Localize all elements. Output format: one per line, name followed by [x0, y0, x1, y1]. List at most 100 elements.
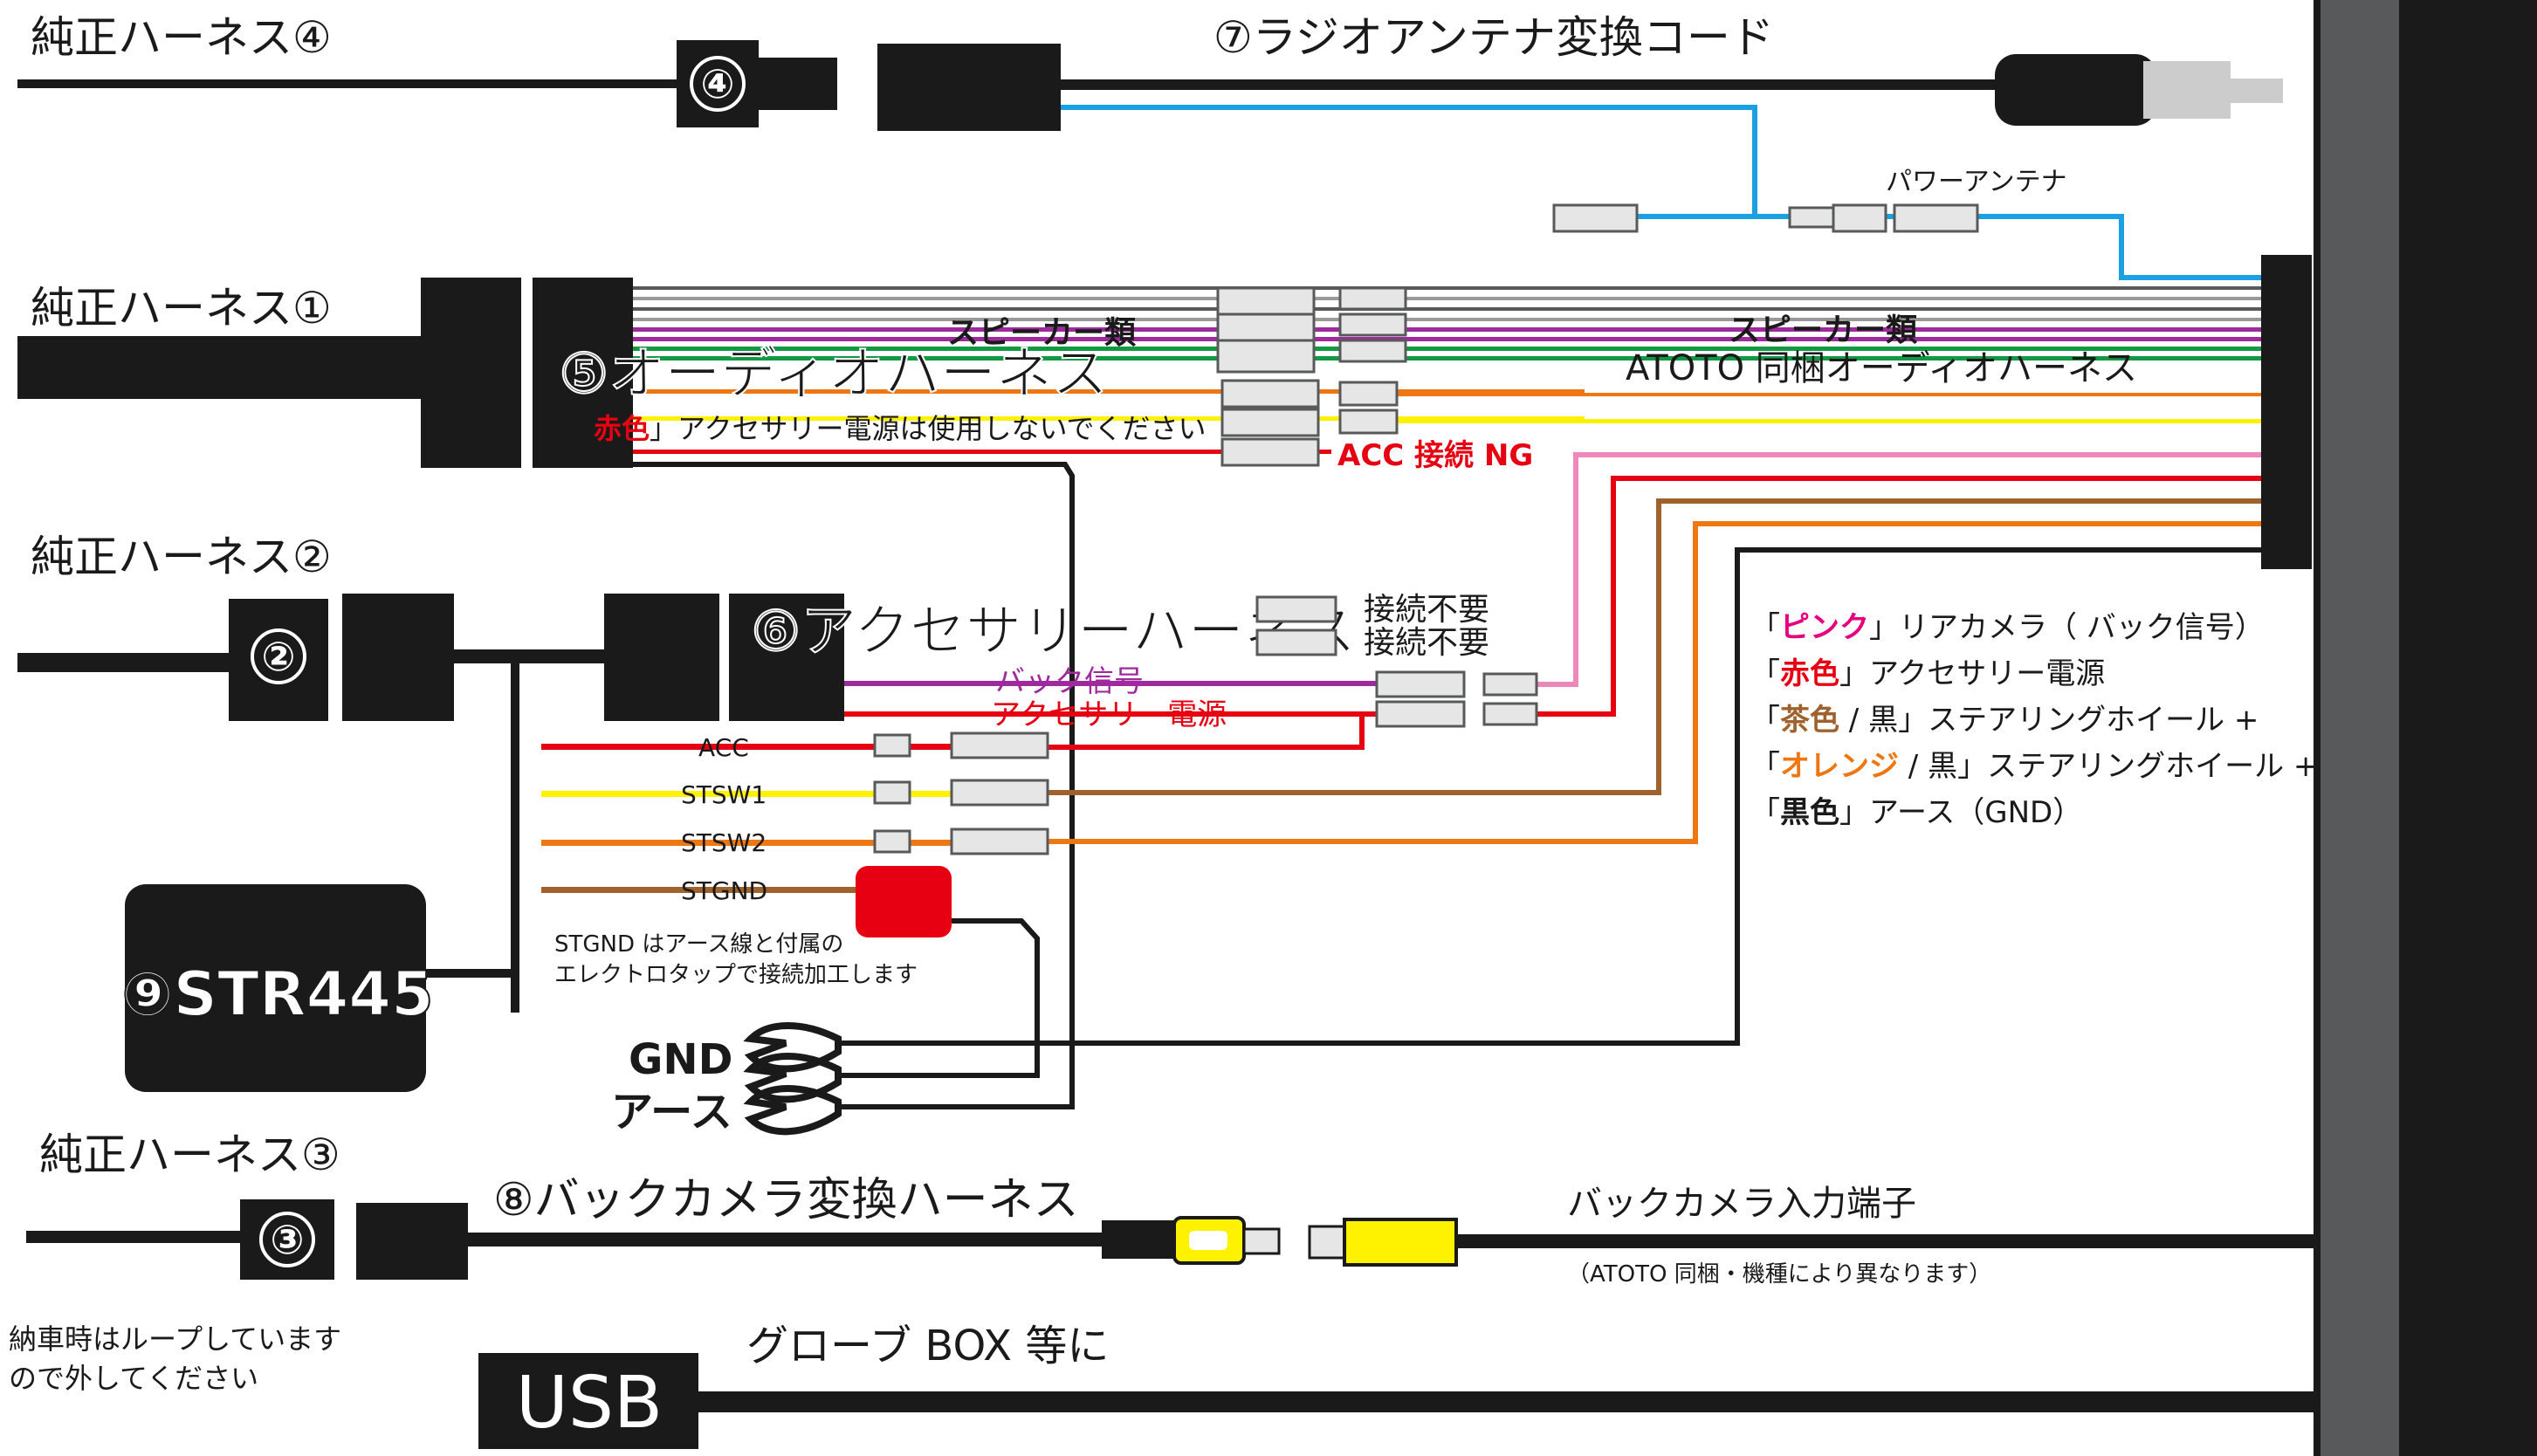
power-antenna-terminal-left: [1552, 203, 1639, 233]
speaker-wire-purple-1: [633, 327, 2261, 332]
speaker-wire-gray-1: [633, 286, 2261, 290]
orange-steering-wire: [1046, 521, 2261, 844]
speaker-connector-b2: [1338, 312, 1407, 337]
pink-rear-camera-wire: [1484, 452, 2261, 687]
rca-jack-cap: [1308, 1225, 1348, 1260]
legend-item: 「赤色」アクセサリー電源: [1750, 656, 2105, 691]
rca-jack-yellow: [1343, 1218, 1458, 1267]
legend-open-bracket: 「: [1750, 610, 1780, 645]
atoto-note: （ATOTO 同梱・機種により異なります）: [1567, 1261, 1991, 1288]
power-antenna-terminal-mid-b: [1832, 203, 1887, 233]
audio-connector-yellow-a: [1220, 408, 1320, 437]
stgnd-wire: [541, 887, 860, 893]
ground-terminal-1: [743, 1022, 842, 1073]
harness1-plug: [421, 278, 521, 468]
backcam-harness-label: ⑧バックカメラ変換ハーネス: [493, 1174, 1079, 1226]
accessory-power-wire: [844, 711, 1377, 717]
stsw2-wire: [541, 840, 873, 846]
audio-wire-yellow-right: [1397, 419, 2261, 423]
back-signal-wire: [844, 681, 1377, 686]
accessory-power-label: アクセサリー電源: [991, 697, 1227, 732]
stsw1-label: STSW1: [681, 780, 767, 809]
stsw2-connector-b: [950, 828, 1049, 855]
antenna-jack: [1995, 54, 2156, 126]
accessory-harness-label: ⑥アクセサリーハーネス: [751, 600, 1356, 664]
power-antenna-label: パワーアンテナ: [1886, 167, 2067, 197]
radio-antenna-cable: [1061, 79, 2004, 90]
usb-section: USB グローブ BOX 等に: [478, 1322, 2314, 1449]
legend-description: 」アクセサリー電源: [1839, 656, 2105, 691]
usb-connector: [478, 1353, 698, 1449]
antenna-plug: [2143, 61, 2231, 119]
antenna-plug-tip: [2222, 79, 2283, 103]
str445-label: ⑨STR445: [121, 958, 433, 1030]
speakers-right-label: スピーカー類: [1729, 312, 1918, 348]
circle-2-badge: [251, 628, 306, 684]
legend-description: / 黒」ステアリングホイール +: [1839, 703, 2259, 738]
stsw1-connector-b: [950, 779, 1049, 807]
audio-connector-red: [1220, 437, 1320, 467]
legend-item: 「ピンク」リアカメラ（ バック信号）: [1750, 610, 2265, 645]
harness2-cable: [17, 653, 231, 672]
loop-note-2: ので外してください: [9, 1362, 258, 1395]
stgnd-note-2: エレクトロタップで接続加工します: [554, 962, 918, 988]
speaker-wire-gray-4: [633, 318, 2261, 321]
usb-cable: [698, 1391, 2314, 1412]
loop-note-1: 納車時はループしています: [9, 1322, 341, 1356]
harness4-plug-body: [759, 58, 837, 110]
speaker-wire-gray-3: [633, 307, 2261, 311]
electro-tap: [856, 866, 952, 937]
accessory-power-connector: [1375, 700, 1466, 728]
legend-color-term: 茶色: [1780, 703, 1839, 738]
back-signal-connector-mate: [1482, 672, 1538, 697]
legend-item: 「オレンジ / 黒」ステアリングホイール +: [1750, 749, 2318, 784]
speaker-wire-gray-2: [633, 297, 2261, 300]
audio-harness-label: ⑤オーディオハーネス: [559, 342, 1108, 407]
audio-connector-orange-a: [1220, 379, 1320, 409]
glove-box-label: グローブ BOX 等に: [746, 1322, 1109, 1370]
head-unit-panel-edge: [2320, 0, 2399, 1456]
back-signal-label: バック信号: [995, 664, 1144, 699]
head-unit-connector-block: [2261, 255, 2312, 569]
legend-description: 」アース（GND）: [1839, 795, 2082, 830]
circle-2-label: ②: [262, 633, 296, 680]
brown-steering-wire: [1046, 498, 2261, 795]
legend-open-bracket: 「: [1750, 749, 1780, 784]
not-required-label-1: 接続不要: [1364, 592, 1489, 628]
earth-label: アース: [611, 1088, 732, 1137]
accessory-power-branch: [1039, 714, 1365, 750]
harness4-label: 純正ハーネス④: [31, 12, 332, 63]
harness2-plug: [229, 599, 328, 721]
accessory-power-connector-mate: [1482, 702, 1538, 726]
legend-description: 」リアカメラ（ バック信号）: [1869, 610, 2265, 645]
rca-plug-tip: [1242, 1227, 1281, 1255]
stsw1-connector-a: [873, 780, 911, 805]
not-required-connector-1: [1255, 595, 1337, 623]
acc-label: ACC: [698, 733, 749, 762]
speakers-left-label: スピーカー類: [947, 315, 1137, 351]
not-required-label-2: 接続不要: [1364, 625, 1489, 661]
ground-terminal-3: [743, 1085, 842, 1136]
speaker-wire-green-2: [633, 356, 2261, 361]
speaker-connector-b1: [1338, 286, 1407, 311]
legend-item: 「黒色」アース（GND）: [1750, 795, 2082, 830]
audio-connector-orange-b: [1338, 381, 1399, 407]
harness1-label: 純正ハーネス①: [31, 283, 332, 333]
gnd-label: GND: [629, 1035, 732, 1084]
harness3-label: 純正ハーネス③: [39, 1130, 340, 1180]
legend-open-bracket: 「: [1750, 656, 1780, 691]
harness2-label: 純正ハーネス②: [31, 532, 332, 582]
legend-color-term: 黒色: [1780, 795, 1839, 830]
legend-open-bracket: 「: [1750, 703, 1780, 738]
audio-harness-plug: [533, 278, 633, 468]
red-accessory-warning: 「赤色」アクセサリー電源は使用しないでください: [566, 412, 1207, 445]
stgnd-label: STGND: [681, 876, 767, 905]
harness1-cable: [17, 336, 428, 399]
str445-link-vertical: [511, 663, 519, 1013]
wire-color-legend: 「ピンク」リアカメラ（ バック信号）「赤色」アクセサリー電源「茶色 / 黒」ステ…: [1750, 610, 2318, 830]
red-color-term: 赤色: [594, 412, 650, 445]
speaker-connector-b3: [1338, 339, 1407, 363]
speaker-wire-purple-2: [633, 337, 2261, 341]
